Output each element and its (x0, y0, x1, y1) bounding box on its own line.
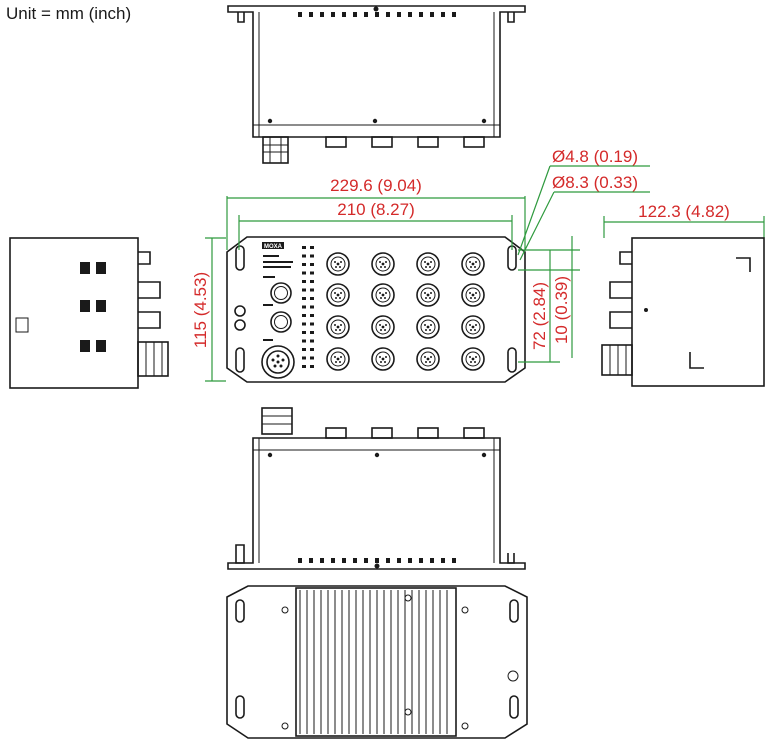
dim-slot-spacing: 72 (2.84) (530, 282, 549, 350)
front-view: MOXA (226, 236, 526, 383)
front-dimension-lines (205, 165, 765, 382)
dim-hole-small: Ø4.8 (0.19) (552, 147, 638, 166)
dim-mount-hole-spacing: 210 (8.27) (337, 200, 415, 219)
unit-label: Unit = mm (inch) (6, 4, 132, 23)
dimension-labels: 229.6 (9.04) 210 (8.27) 115 (4.53) Ø4.8 … (191, 147, 730, 350)
dim-depth: 122.3 (4.82) (638, 202, 730, 221)
top-view (227, 5, 526, 164)
bottom-view (227, 407, 526, 570)
dim-slot-length: 10 (0.39) (552, 276, 571, 344)
dim-height: 115 (4.53) (191, 272, 210, 348)
dim-overall-width: 229.6 (9.04) (330, 176, 422, 195)
left-side-view (9, 237, 169, 389)
right-side-view (601, 237, 765, 387)
rear-view (226, 585, 528, 739)
brand-logo: MOXA (264, 244, 283, 250)
dim-hole-large: Ø8.3 (0.33) (552, 173, 638, 192)
